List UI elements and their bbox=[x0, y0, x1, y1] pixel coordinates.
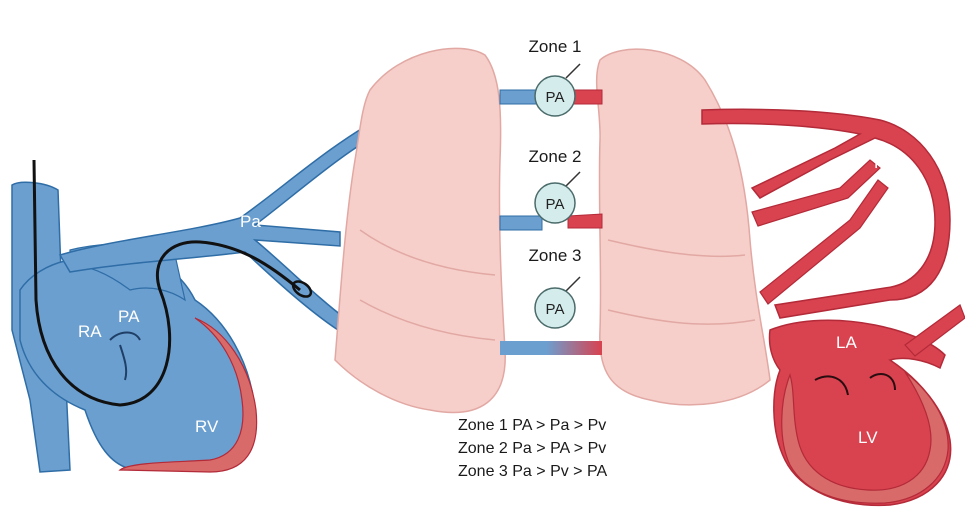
alveolus-3-label: PA bbox=[546, 301, 565, 318]
label-ra: RA bbox=[78, 322, 102, 341]
alveolus-2-label: PA bbox=[546, 196, 565, 213]
label-pv: Pv bbox=[874, 153, 894, 172]
label-rv: RV bbox=[195, 417, 219, 436]
zone-legend: Zone 1 PA > Pa > Pv Zone 2 Pa > PA > Pv … bbox=[458, 417, 607, 480]
label-lv: LV bbox=[858, 428, 878, 447]
left-heart bbox=[769, 305, 965, 505]
left-lung bbox=[335, 48, 505, 412]
legend-zone-1: Zone 1 PA > Pa > Pv bbox=[458, 417, 606, 434]
zone-3-capillary bbox=[500, 341, 602, 355]
right-lung bbox=[597, 49, 770, 405]
alveolus-zone-1: PA bbox=[535, 64, 580, 116]
zone-3-title: Zone 3 bbox=[529, 246, 582, 265]
zone-2-title: Zone 2 bbox=[529, 147, 582, 166]
label-pa-artery: Pa bbox=[240, 212, 261, 231]
label-pa-heart: PA bbox=[118, 307, 140, 326]
label-la: LA bbox=[836, 333, 857, 352]
alveolus-zone-3: PA bbox=[535, 277, 580, 328]
legend-zone-3: Zone 3 Pa > Pv > PA bbox=[458, 463, 607, 480]
legend-zone-2: Zone 2 Pa > PA > Pv bbox=[458, 440, 606, 457]
zone-1-title: Zone 1 bbox=[529, 37, 582, 56]
alveolus-1-label: PA bbox=[546, 89, 565, 106]
